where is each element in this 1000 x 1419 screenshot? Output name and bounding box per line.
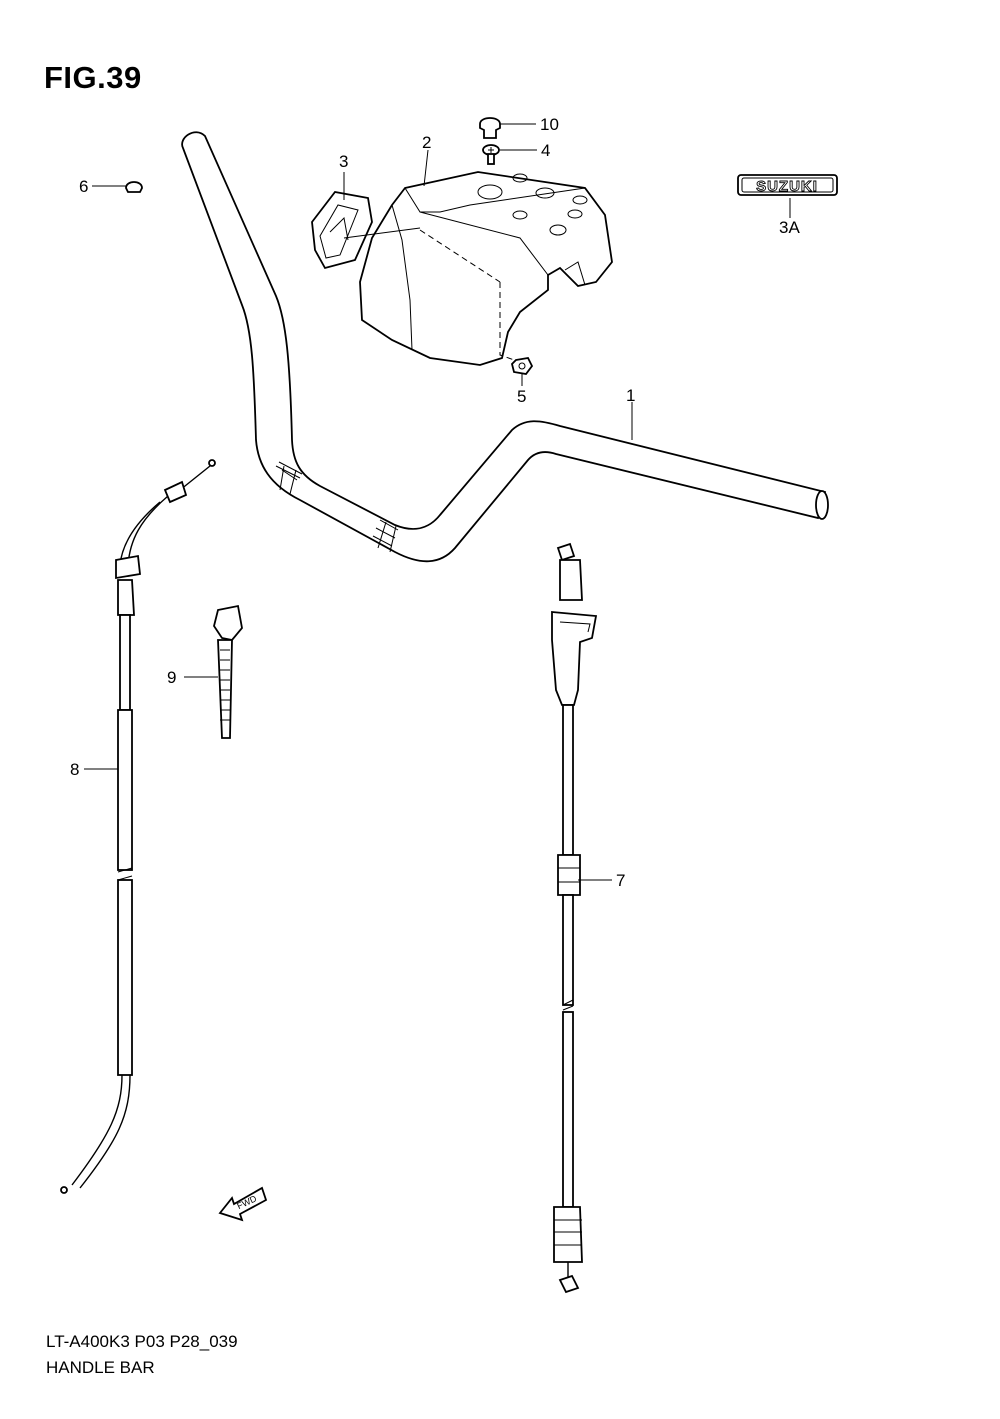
cable-right[interactable]	[551, 542, 598, 1294]
callout-4[interactable]: 4	[541, 141, 551, 160]
emblem-s-shape[interactable]	[311, 191, 373, 270]
emblem-suzuki-shape[interactable]: SUZUKI	[737, 174, 838, 196]
nut[interactable]	[511, 357, 534, 375]
handlebar[interactable]	[181, 131, 829, 563]
callout-7[interactable]: 7	[616, 871, 626, 890]
figure-title: FIG.39	[44, 60, 142, 95]
callout-8[interactable]: 8	[70, 760, 80, 779]
diagram-code: LT-A400K3 P03 P28_039	[46, 1332, 238, 1351]
screw[interactable]	[482, 144, 500, 165]
callout-5[interactable]: 5	[517, 387, 527, 406]
clamp[interactable]	[213, 604, 243, 739]
cushion[interactable]	[479, 117, 501, 139]
cable-left[interactable]	[60, 459, 216, 1194]
cap[interactable]	[125, 181, 143, 193]
callout-3[interactable]: 3	[339, 152, 349, 171]
callout-1[interactable]: 1	[626, 386, 636, 405]
forward-arrow-icon: FWD	[218, 1186, 268, 1222]
callout-6[interactable]: 6	[79, 177, 89, 196]
leader-lines	[84, 123, 791, 881]
callout-9[interactable]: 9	[167, 668, 177, 687]
callout-2[interactable]: 2	[422, 133, 432, 152]
callout-10[interactable]: 10	[540, 115, 559, 134]
suzuki-emblem-text: SUZUKI	[756, 178, 818, 195]
diagram-name: HANDLE BAR	[46, 1358, 155, 1377]
handlebar-cover[interactable]	[359, 171, 613, 366]
callout-3a[interactable]: 3A	[779, 218, 800, 237]
